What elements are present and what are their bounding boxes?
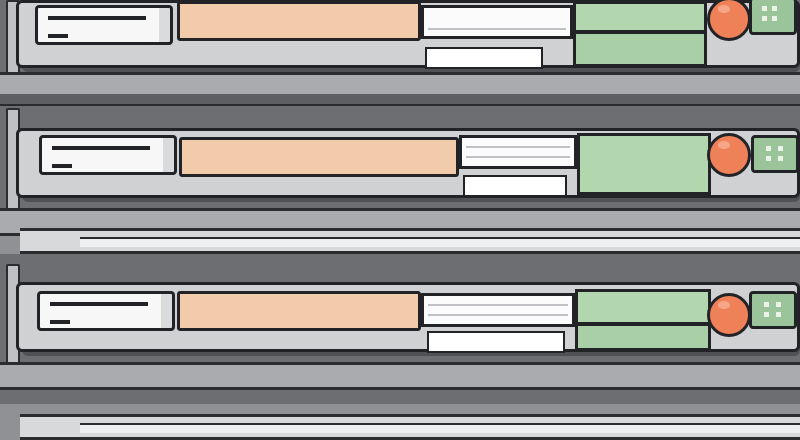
- status-panel-lower: [575, 323, 711, 351]
- drawer-info-panel: [459, 135, 577, 169]
- drawer-info-panel: [421, 293, 575, 327]
- panel-stripe: [428, 304, 568, 306]
- status-panel: [577, 133, 711, 195]
- handle-cap: [163, 135, 177, 175]
- drawer-tag: [427, 331, 565, 353]
- vent-icon: [749, 0, 797, 35]
- drawer-tag: [425, 47, 543, 69]
- status-panel-lower: [573, 31, 707, 67]
- divider-rail: [80, 237, 800, 247]
- panel-stripe: [428, 314, 568, 316]
- handle-cap: [159, 5, 173, 45]
- handle-cap: [161, 291, 175, 331]
- shelf: [0, 362, 800, 390]
- drawer-handle[interactable]: [37, 291, 165, 331]
- knob-icon[interactable]: [707, 293, 751, 337]
- status-panel: [575, 289, 711, 325]
- drawer-unit-3[interactable]: [16, 282, 800, 353]
- vent-icon: [749, 291, 797, 329]
- panel-stripe: [428, 28, 566, 30]
- drawer-label-panel: [179, 137, 459, 177]
- drawer-unit-2[interactable]: [16, 128, 800, 198]
- rack-bottom-rail: [20, 414, 800, 440]
- handle-slot: [50, 320, 70, 324]
- handle-slot: [48, 34, 68, 38]
- drawer-info-panel: [421, 5, 573, 39]
- panel-stripe: [466, 146, 570, 148]
- bay-lip: [0, 94, 800, 106]
- rack-divider: [20, 228, 800, 254]
- handle-slot: [48, 16, 146, 20]
- bottom-rail-inner: [80, 423, 800, 433]
- status-panel: [573, 1, 707, 33]
- drawer-handle[interactable]: [35, 5, 163, 45]
- rack-bay-3: [0, 254, 800, 404]
- rack-bay-2: [0, 94, 800, 236]
- panel-stripe: [466, 156, 570, 158]
- knob-icon[interactable]: [707, 0, 751, 41]
- drawer-label-panel: [177, 291, 421, 331]
- handle-slot: [52, 164, 72, 168]
- knob-icon[interactable]: [707, 133, 751, 177]
- vent-icon: [751, 135, 799, 173]
- drawer-label-panel: [177, 1, 421, 41]
- drawer-handle[interactable]: [39, 135, 167, 175]
- drawer-unit-1[interactable]: [16, 0, 800, 69]
- drawer-tag: [463, 175, 567, 197]
- handle-slot: [52, 146, 150, 150]
- handle-slot: [50, 302, 148, 306]
